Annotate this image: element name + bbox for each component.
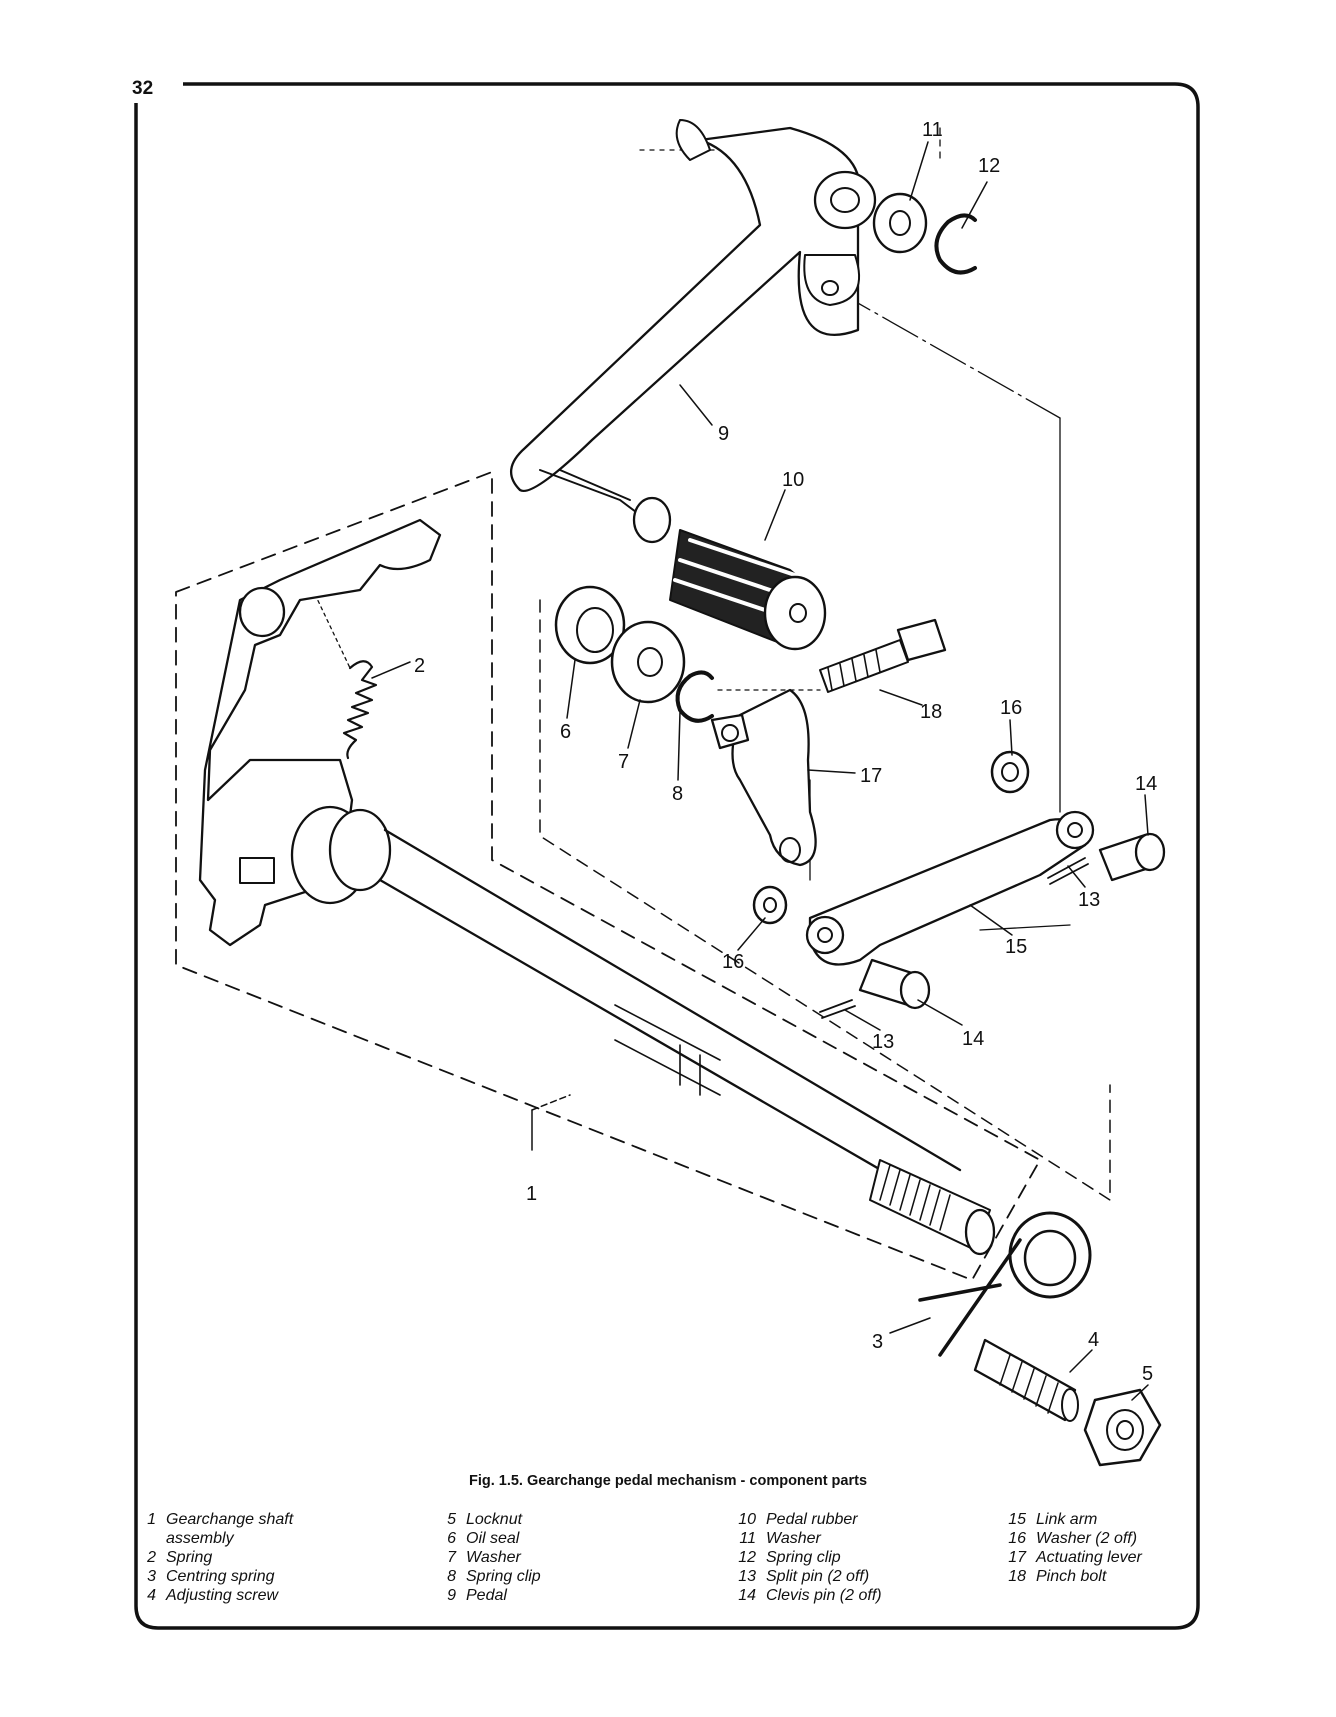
gearchange-shaft-part bbox=[198, 518, 996, 1256]
callout-2: 2 bbox=[414, 655, 425, 677]
adjusting-screw-part bbox=[973, 1338, 1079, 1422]
callout-14-upper: 14 bbox=[1135, 773, 1157, 795]
oil-seal-part bbox=[554, 585, 626, 665]
pedal-arm-part bbox=[510, 119, 877, 544]
callout-6: 6 bbox=[560, 721, 571, 743]
locknut-part bbox=[1083, 1388, 1162, 1467]
callout-11: 11 bbox=[922, 119, 943, 141]
spring-2-part bbox=[311, 587, 378, 760]
link-arm-part bbox=[805, 810, 1095, 966]
spring-clip-12-part bbox=[934, 213, 977, 275]
washer-16-upper-part bbox=[990, 750, 1030, 794]
callout-8: 8 bbox=[672, 783, 683, 805]
pedal-rubber-part bbox=[669, 529, 827, 651]
callout-18: 18 bbox=[920, 701, 942, 723]
washer-16-lower-part bbox=[752, 885, 788, 925]
split-pin-upper-part bbox=[1047, 857, 1089, 885]
callout-13-upper: 13 bbox=[1078, 889, 1100, 911]
callout-15: 15 bbox=[1005, 936, 1027, 958]
callout-13-lower: 13 bbox=[872, 1031, 894, 1053]
callout-3: 3 bbox=[872, 1331, 883, 1353]
callout-7: 7 bbox=[618, 751, 629, 773]
callout-4: 4 bbox=[1088, 1329, 1099, 1351]
washer-7-part bbox=[610, 620, 686, 704]
callout-9: 9 bbox=[718, 423, 729, 445]
clevis-pin-upper-part bbox=[1098, 832, 1166, 882]
pinch-bolt-part bbox=[819, 618, 947, 693]
figure-caption: Fig. 1.5. Gearchange pedal mechanism - c… bbox=[468, 1473, 868, 1489]
callout-leaders bbox=[371, 141, 1149, 1401]
callout-16-lower: 16 bbox=[722, 951, 744, 973]
split-pin-lower-part bbox=[819, 999, 856, 1019]
callout-5: 5 bbox=[1142, 1363, 1153, 1385]
callout-14-lower: 14 bbox=[962, 1028, 984, 1050]
lever-outline bbox=[539, 599, 1111, 1201]
washer-11-part bbox=[872, 192, 928, 254]
callout-1: 1 bbox=[526, 1183, 537, 1205]
callout-10: 10 bbox=[782, 469, 804, 491]
actuating-lever-part bbox=[710, 688, 817, 867]
callout-12: 12 bbox=[978, 155, 1000, 177]
callout-17: 17 bbox=[860, 765, 882, 787]
centring-spring-part bbox=[918, 1211, 1092, 1357]
callout-16-upper: 16 bbox=[1000, 697, 1022, 719]
clevis-pin-lower-part bbox=[858, 958, 931, 1010]
spring-clip-8-part bbox=[675, 670, 714, 723]
page-number: 32 bbox=[132, 78, 154, 99]
